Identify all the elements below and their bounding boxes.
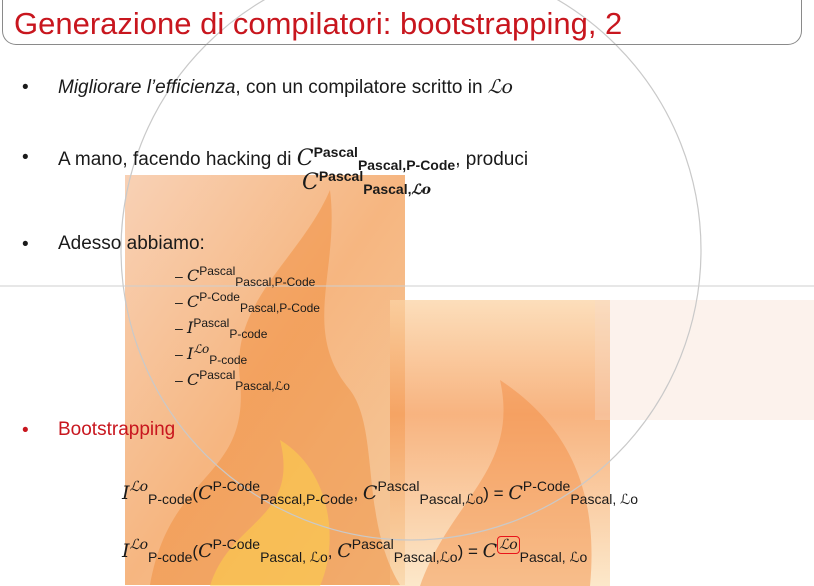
compiler-source-lang: Pascal bbox=[313, 144, 358, 160]
f1-a-symbol: C bbox=[198, 482, 213, 504]
item-sup: Pascal bbox=[193, 316, 230, 330]
bullet-2-prefix: A mano, facendo hacking di bbox=[58, 149, 297, 170]
bullet-1-text: , con un compilatore scritto in bbox=[235, 77, 488, 98]
list-dash: – bbox=[175, 320, 183, 336]
list-item: –CP-CodePascal,P-Code bbox=[175, 290, 320, 315]
formula-1: IℒoP-code(CP-CodePascal,P-Code, CPascalP… bbox=[122, 478, 639, 507]
item-symbol: C bbox=[187, 266, 200, 285]
list-dash: – bbox=[175, 372, 183, 388]
bullet-1: Migliorare l’efficienza, con un compilat… bbox=[58, 76, 513, 99]
f1-interp-sub: P-code bbox=[148, 491, 193, 507]
compiler-symbol: C bbox=[296, 146, 314, 171]
bullet-2-suffix: , produci bbox=[455, 149, 529, 170]
list-dash: – bbox=[175, 346, 183, 362]
item-symbol: C bbox=[187, 292, 200, 311]
f1-r-symbol: C bbox=[508, 482, 523, 504]
bullet-dot-4: • bbox=[22, 420, 29, 441]
f2-r-symbol: C bbox=[482, 540, 498, 562]
item-sub: Pascal,ℒo bbox=[235, 379, 290, 393]
list-item: –CPascalPascal,ℒo bbox=[175, 368, 290, 393]
list-dash: – bbox=[175, 268, 183, 284]
item-sup: Pascal bbox=[199, 368, 236, 382]
bullet-1-emphasis: Migliorare l’efficienza bbox=[58, 77, 236, 98]
f1-b-symbol: C bbox=[362, 482, 378, 504]
list-item: –IℒoP-code bbox=[175, 342, 247, 367]
interpreter-symbol: I bbox=[122, 540, 130, 562]
item-sup: P-Code bbox=[199, 290, 240, 304]
f1-b-sub: Pascal,ℒo bbox=[419, 491, 484, 507]
item-sup: Pascal bbox=[199, 264, 236, 278]
result-impl: Pascal, bbox=[363, 181, 412, 197]
list-dash: – bbox=[175, 294, 183, 310]
bullet-4: Bootstrapping bbox=[58, 419, 176, 440]
list-item: –IPascalP-code bbox=[175, 316, 267, 341]
highlighted-result-sup: ℒo bbox=[497, 536, 520, 554]
f2-b-symbol: C bbox=[337, 540, 352, 562]
item-symbol: I bbox=[187, 318, 194, 337]
bullet-1-language: ℒo bbox=[487, 76, 513, 98]
f2-interp-sub: P-code bbox=[148, 549, 193, 565]
bullet-dot-2: • bbox=[22, 147, 29, 168]
item-sub: P-code bbox=[229, 327, 268, 341]
bullet-dot-1: • bbox=[22, 77, 29, 98]
f1-a-sup: P-Code bbox=[212, 478, 261, 494]
slide-title: Generazione di compilatori: bootstrappin… bbox=[14, 6, 623, 41]
f1-b-sup: Pascal bbox=[377, 478, 420, 494]
title-frame bbox=[2, 0, 802, 45]
f2-a-symbol: C bbox=[198, 540, 213, 562]
formula-2: IℒoP-code(CP-CodePascal, ℒo, CPascalPasc… bbox=[122, 536, 588, 565]
item-sub: Pascal,P-Code bbox=[235, 275, 316, 289]
item-sub: Pascal,P-Code bbox=[239, 301, 320, 315]
bullet-2: A mano, facendo hacking di CPascalPascal… bbox=[58, 144, 529, 173]
bullet-dot-3: • bbox=[22, 234, 29, 255]
f1-r-sub: Pascal, ℒo bbox=[570, 491, 639, 507]
f1-interp-sup: ℒo bbox=[129, 479, 149, 495]
f2-interp-sup: ℒo bbox=[129, 537, 149, 553]
result-target-lang: ℒo bbox=[411, 182, 431, 198]
list-item: –CPascalPascal,P-Code bbox=[175, 264, 315, 289]
bullet-3: Adesso abbiamo: bbox=[58, 233, 205, 254]
item-sub: P-code bbox=[209, 353, 248, 367]
result-compiler-symbol: C bbox=[302, 170, 319, 195]
item-symbol: I bbox=[187, 344, 194, 363]
compiler-impl-target: Pascal,P-Code bbox=[357, 157, 456, 173]
item-sup: ℒo bbox=[193, 342, 210, 356]
f1-a-sub: Pascal,P-Code bbox=[260, 491, 354, 507]
f1-r-sup: P-Code bbox=[522, 478, 571, 494]
interpreter-symbol: I bbox=[122, 482, 130, 504]
bullet-2-result: CPascalPascal,ℒo bbox=[302, 168, 431, 198]
f2-a-sub: Pascal, ℒo bbox=[260, 549, 328, 565]
f2-b-sup: Pascal bbox=[351, 536, 394, 552]
f2-a-sup: P-Code bbox=[212, 536, 261, 552]
f2-b-sub: Pascal,ℒo bbox=[393, 549, 458, 565]
item-symbol: C bbox=[187, 370, 200, 389]
result-source-lang: Pascal bbox=[318, 168, 364, 184]
f2-r-sub: Pascal, ℒo bbox=[519, 549, 588, 565]
